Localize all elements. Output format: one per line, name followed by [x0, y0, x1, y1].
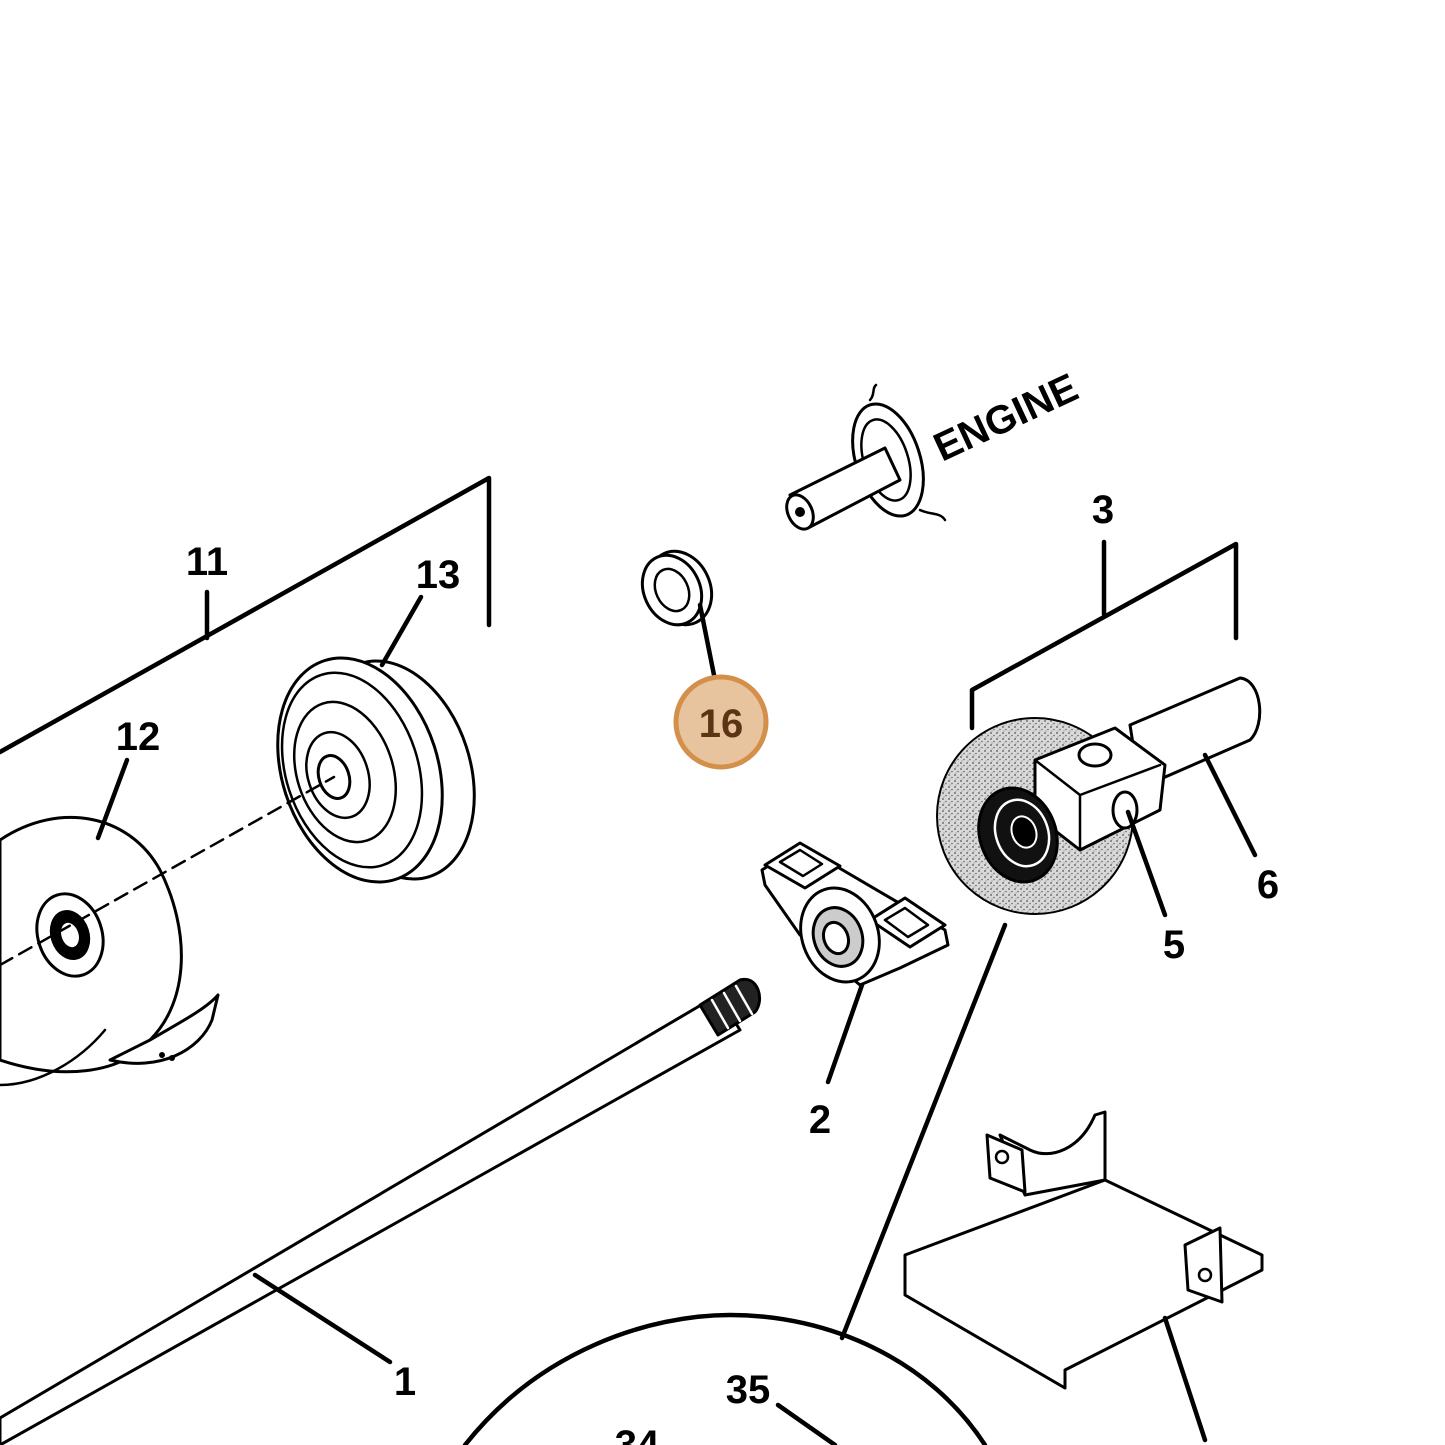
pillow-block-bearing-2: [760, 841, 950, 1085]
group-bracket-11: [0, 475, 492, 755]
u-joint-detail: [936, 676, 1262, 918]
callout-13-label: 13: [416, 553, 461, 597]
drive-shaft-1: [0, 977, 761, 1445]
shield-plate: [903, 1110, 1264, 1443]
callout-2-label: 2: [809, 1098, 831, 1142]
callout-16-highlight[interactable]: 16: [673, 674, 769, 770]
callout-35-label: 35: [726, 1368, 771, 1412]
pulley-13: [276, 594, 476, 884]
callout-5-label: 5: [1163, 923, 1185, 967]
clutch-12: [0, 757, 220, 1087]
centerline: [0, 775, 336, 967]
callout-1-label: 1: [394, 1360, 416, 1404]
callout-6-label: 6: [1257, 863, 1279, 907]
callout-34-label: 34: [615, 1423, 660, 1445]
callout-11-label: 11: [186, 540, 228, 584]
callout-12-label: 12: [116, 715, 161, 759]
spacer-16: [640, 549, 720, 693]
lower-detail-circle: [462, 1312, 988, 1445]
callout-16-label: 16: [699, 702, 744, 746]
engine-label: ENGINE: [927, 365, 1085, 470]
callout-3-label: 3: [1092, 488, 1114, 532]
engine-shaft: [785, 383, 947, 531]
group-bracket-3: [969, 539, 1239, 731]
detail-leader: [839, 922, 1008, 1341]
